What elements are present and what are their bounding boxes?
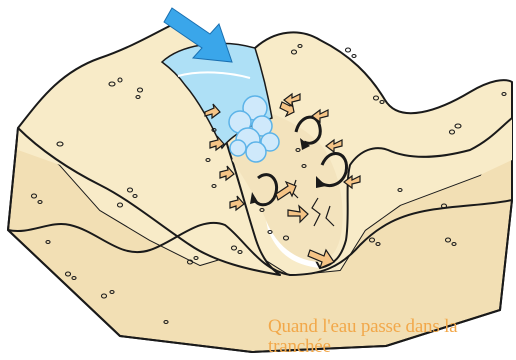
caption: Quand l'eau passe dans la tranchée <box>268 317 508 360</box>
